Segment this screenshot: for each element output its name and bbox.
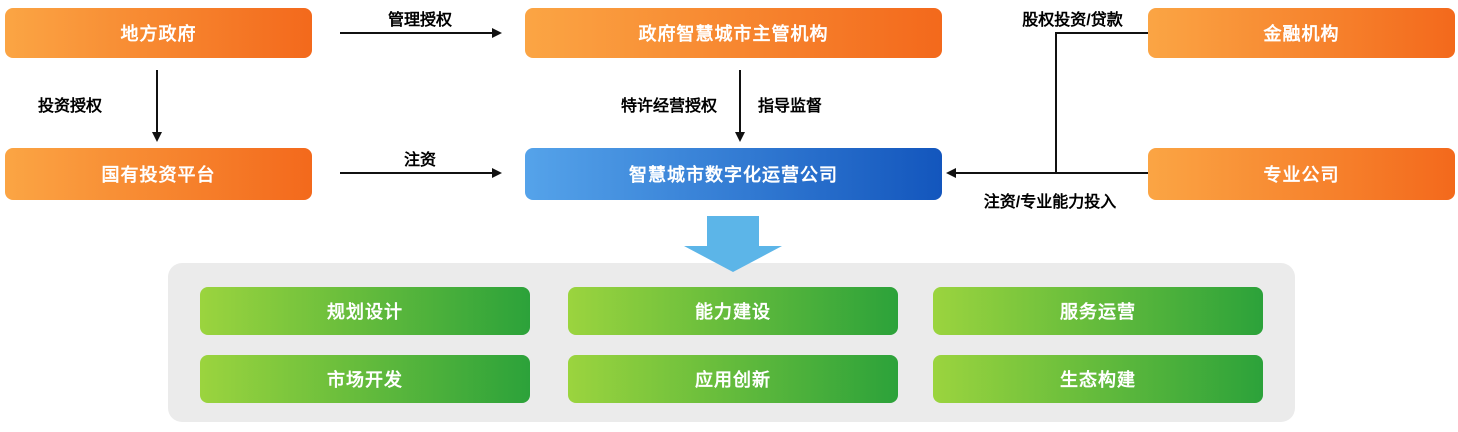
node-local-government: 地方政府 (5, 8, 312, 58)
edge-management-authorization-line (340, 32, 492, 34)
edge-label-equity-investment-loan: 股权投资/贷款 (1022, 12, 1123, 29)
edge-equity-investment-hline (1055, 32, 1148, 34)
node-smart-city-operation-company: 智慧城市数字化运营公司 (525, 148, 942, 200)
function-box-ecosystem-construction: 生态构建 (933, 355, 1263, 403)
edge-investment-authorization-arrowhead (152, 132, 162, 142)
function-box-service-operation: 服务运营 (933, 287, 1263, 335)
edge-franchise-authorization-line (739, 70, 741, 132)
big-down-arrow-head-icon (684, 246, 782, 272)
edge-investment-authorization-line (156, 70, 158, 132)
edge-label-management-authorization: 管理授权 (387, 12, 452, 29)
function-box-market-development: 市场开发 (200, 355, 530, 403)
node-professional-company: 专业公司 (1148, 148, 1455, 200)
edge-label-capital-injection: 注资 (403, 152, 436, 169)
edge-capital-professional-input-arrowhead (946, 168, 956, 178)
node-financial-institution: 金融机构 (1148, 8, 1455, 58)
edge-label-capital-professional-input: 注资/专业能力投入 (983, 194, 1117, 211)
edge-capital-professional-input-line (956, 172, 1148, 174)
node-gov-smart-city-authority: 政府智慧城市主管机构 (525, 8, 942, 58)
function-box-planning-design: 规划设计 (200, 287, 530, 335)
big-down-arrow-icon (707, 216, 759, 246)
edge-management-authorization-arrowhead (492, 28, 502, 38)
edge-equity-investment-vline (1055, 32, 1057, 173)
edge-capital-injection-arrowhead (492, 168, 502, 178)
function-box-capacity-building: 能力建设 (568, 287, 898, 335)
edge-capital-injection-line (340, 172, 492, 174)
node-state-investment-platform: 国有投资平台 (5, 148, 312, 200)
edge-label-guidance-supervision: 指导监督 (758, 98, 823, 115)
edge-label-franchise-authorization: 特许经营授权 (620, 98, 717, 115)
edge-label-investment-authorization: 投资授权 (37, 98, 102, 115)
edge-franchise-authorization-arrowhead (735, 132, 745, 142)
function-box-application-innovation: 应用创新 (568, 355, 898, 403)
